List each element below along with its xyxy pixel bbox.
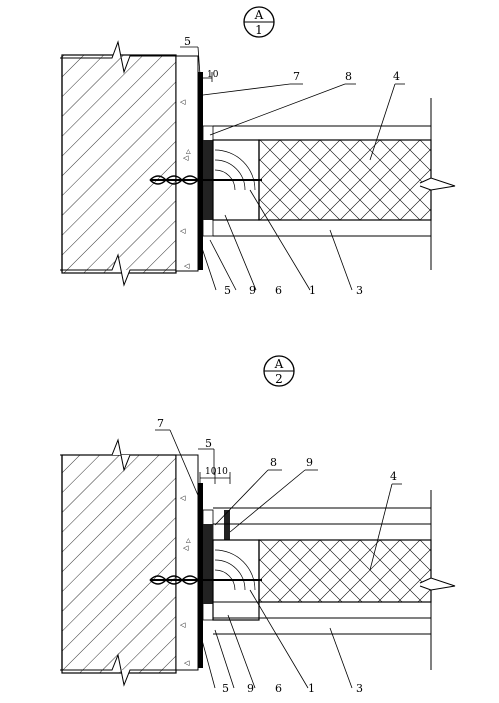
bubble-a2-bottom: 2: [275, 372, 283, 386]
anchor-bolt-a2: [149, 575, 262, 585]
detail-a1: A 1 ◁ ◁ △ ◁ ◁: [60, 6, 456, 297]
label-a2-8: 8: [270, 456, 277, 469]
svg-text:◁: ◁: [183, 154, 189, 162]
label-a1-b1: 1: [309, 284, 316, 297]
svg-text:◁: ◁: [183, 544, 189, 552]
label-a2-7: 7: [157, 417, 164, 430]
detail-a2: A 2 ◁ ◁ △ ◁ ◁: [60, 355, 456, 695]
bubble-a1-top: A: [254, 8, 264, 22]
label-a2-5: 5: [205, 437, 212, 450]
bubble-a2-top: A: [274, 357, 284, 371]
waterproof-membrane-a2: [198, 483, 203, 668]
anchor-bolt-a1: [149, 175, 262, 185]
leader-lines-a2: [155, 429, 402, 689]
label-a1-7: 7: [293, 70, 300, 83]
waterproof-membrane-a1: [198, 72, 203, 270]
masonry-wall-a1: [60, 40, 178, 287]
plaster-layer-a1: ◁ ◁ △ ◁ ◁: [175, 55, 199, 272]
label-a1-5: 5: [184, 35, 191, 48]
label-a2-b6: 6: [275, 682, 282, 695]
insulation-panel-a1: [213, 98, 456, 270]
label-a1-b9: 9: [249, 284, 256, 297]
detail-bubble-a2: A 2: [263, 355, 295, 387]
insulation-panel-a2: [213, 490, 456, 670]
label-a2-b5: 5: [222, 682, 229, 695]
label-a2-b1: 1: [308, 682, 315, 695]
label-a1-b5: 5: [224, 284, 231, 297]
label-a2-b3: 3: [356, 682, 363, 695]
svg-text:△: △: [186, 537, 191, 544]
leader-lines-a1: [180, 46, 405, 291]
bubble-a1-bottom: 1: [255, 23, 263, 37]
label-a2-b9: 9: [247, 682, 254, 695]
label-a2-4: 4: [390, 470, 397, 483]
dimension-a2: 1010: [205, 467, 228, 477]
label-a1-8: 8: [345, 70, 352, 83]
dimension-a1: 10: [207, 70, 219, 80]
label-a2-9: 9: [306, 456, 313, 469]
svg-text:△: △: [186, 148, 191, 155]
detail-bubble-a1: A 1: [243, 6, 275, 38]
label-a1-b6: 6: [275, 284, 282, 297]
svg-text:◁: ◁: [180, 227, 186, 235]
svg-text:◁: ◁: [184, 659, 190, 667]
plaster-layer-a2: ◁ ◁ △ ◁ ◁: [175, 454, 199, 671]
svg-text:◁: ◁: [180, 494, 186, 502]
label-a1-b3: 3: [356, 284, 363, 297]
svg-text:◁: ◁: [184, 262, 190, 270]
svg-text:◁: ◁: [180, 98, 186, 106]
svg-text:◁: ◁: [180, 621, 186, 629]
label-a1-4: 4: [393, 70, 400, 83]
masonry-wall-a2: [60, 438, 178, 687]
